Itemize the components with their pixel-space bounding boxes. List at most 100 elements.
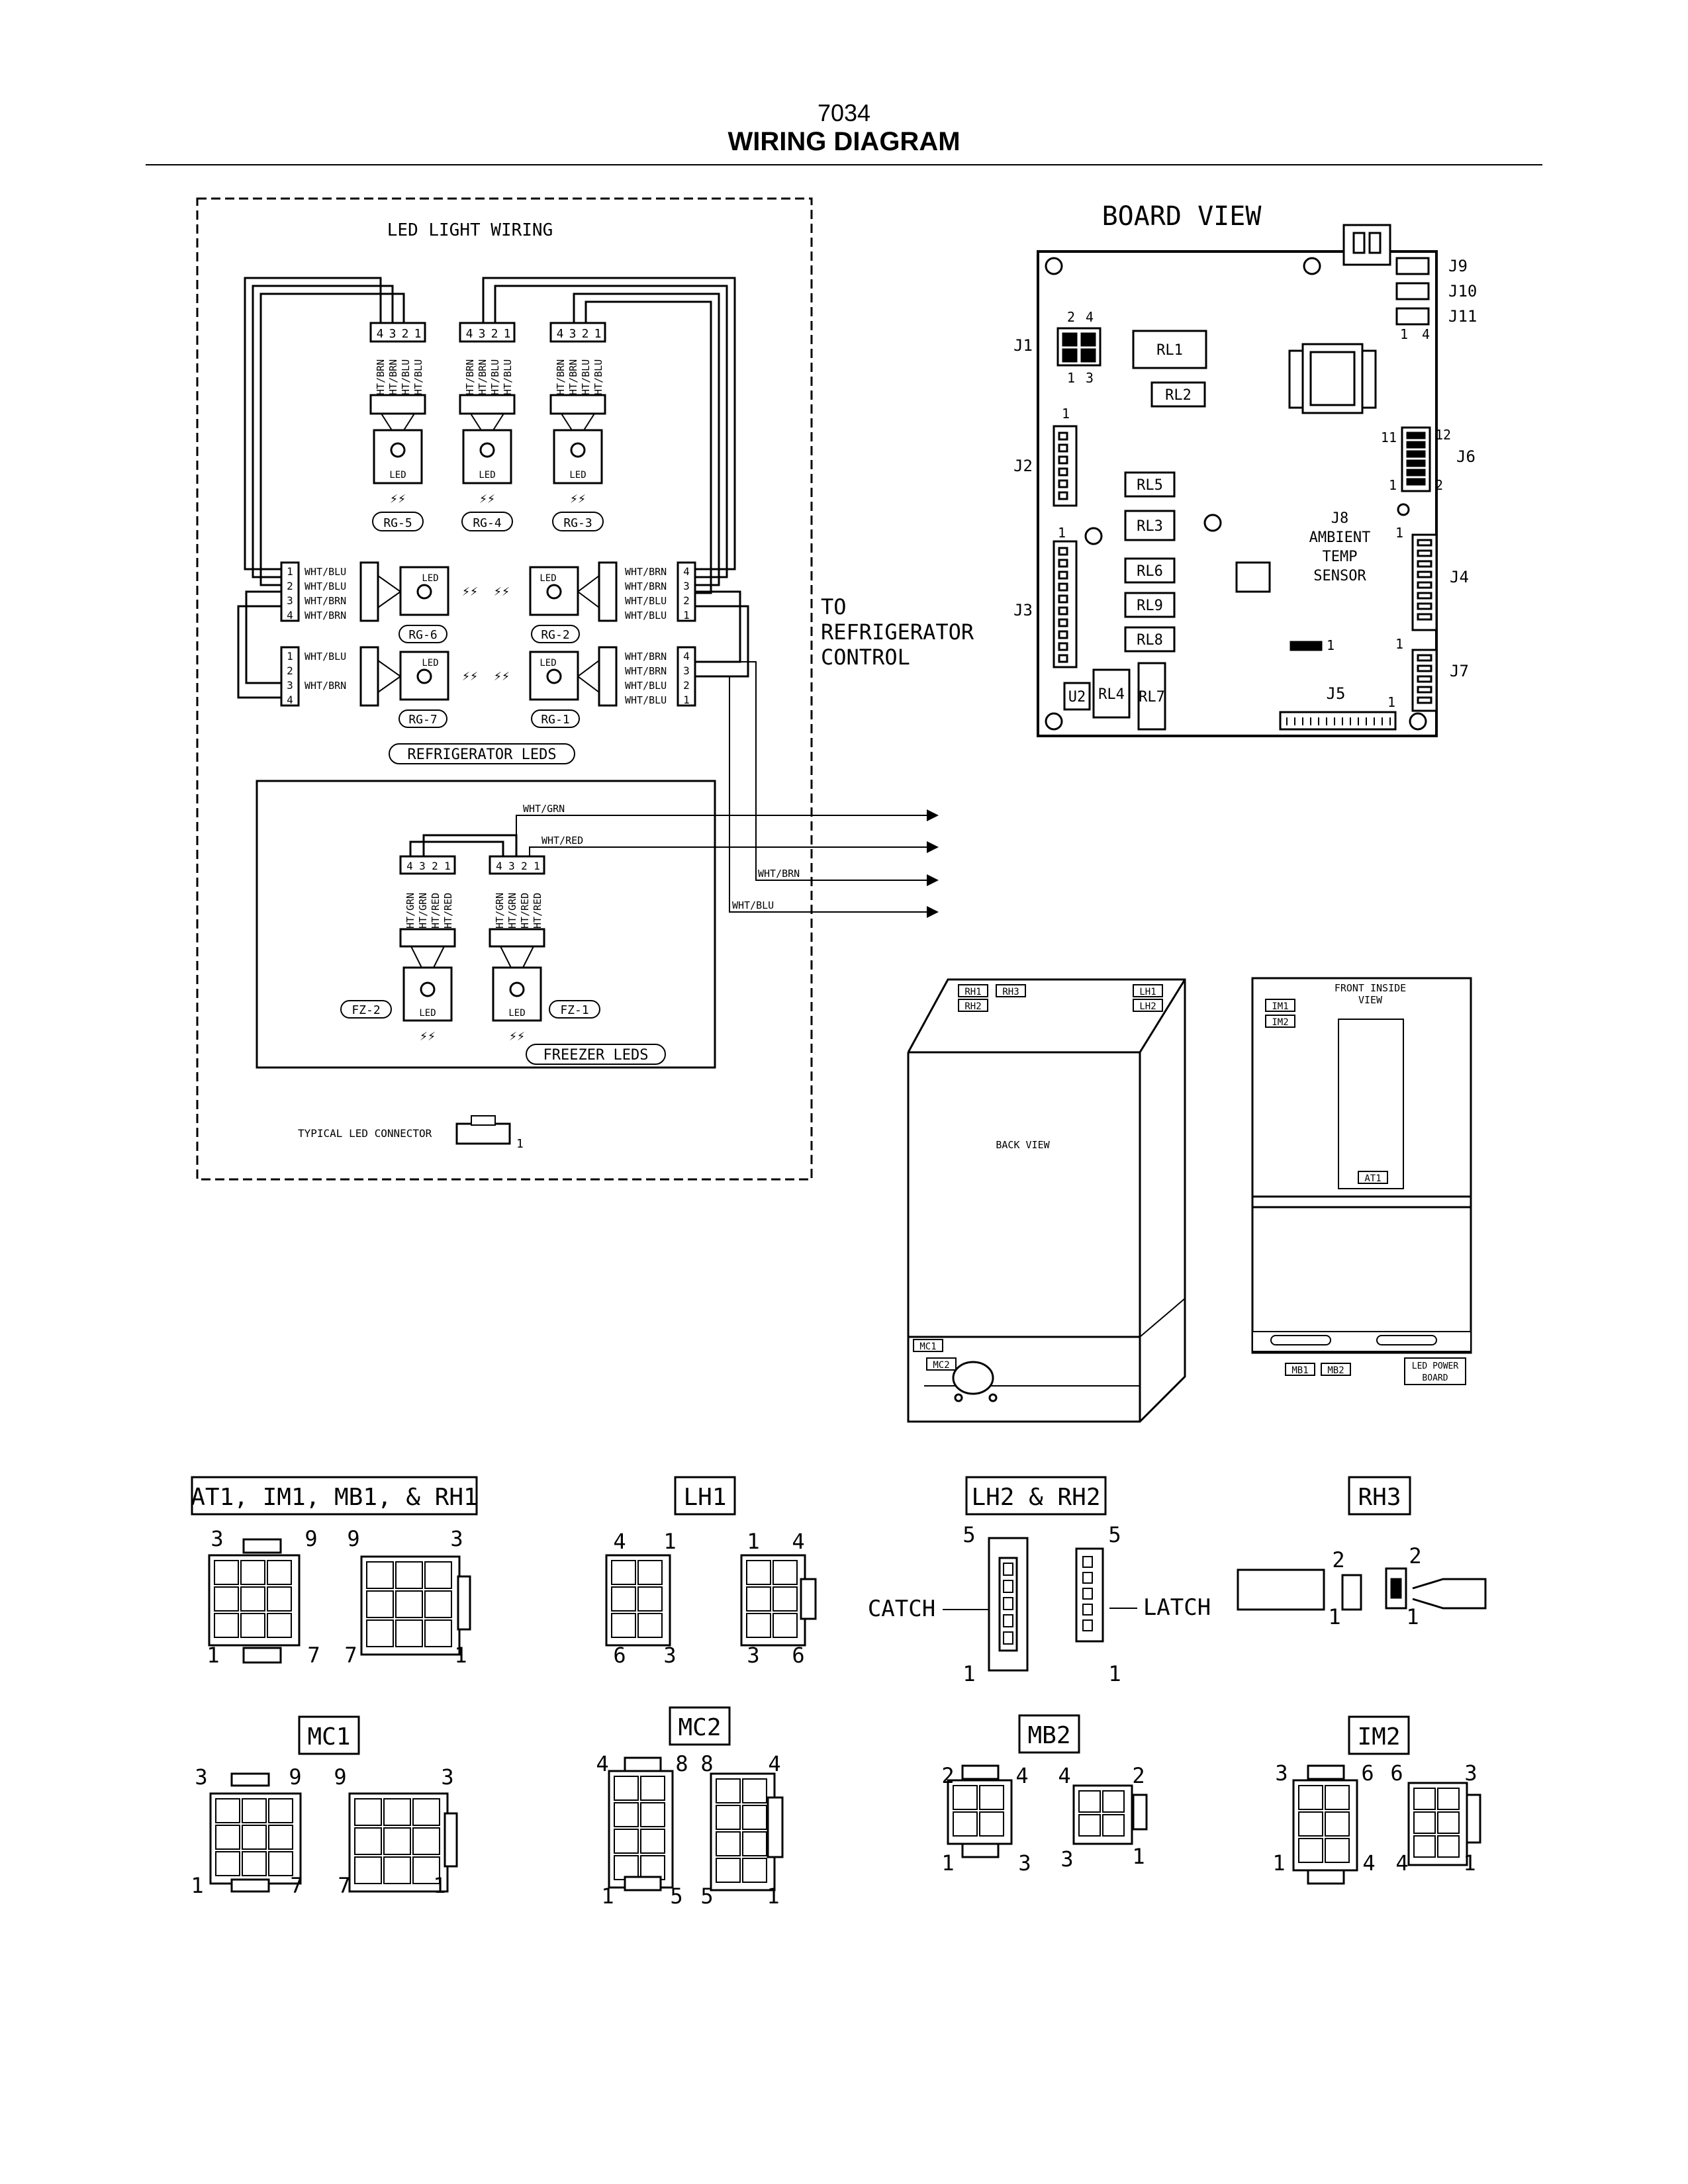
connector-title-lh1-box <box>674 1476 736 1516</box>
led-plug-FZ-2 <box>399 928 456 948</box>
tag-AT1: AT1 <box>1364 1173 1381 1184</box>
connector-cavity <box>268 1851 293 1876</box>
tag-MC2: MC2 <box>933 1360 949 1371</box>
group-id-RG-7: RG-7 <box>408 713 437 727</box>
relay-label-RL6: RL6 <box>1137 563 1163 580</box>
lh2-cavity <box>1003 1597 1013 1610</box>
connector-label-J11: J11 <box>1448 307 1477 326</box>
pin-number: 1 <box>1406 1604 1419 1629</box>
tag-IM1: IM1 <box>1272 1001 1288 1012</box>
connector-title-rh3: RH3 <box>1358 1484 1401 1511</box>
mount-hole <box>1045 257 1063 275</box>
pin-number: 3 <box>1275 1760 1288 1786</box>
latch <box>230 1772 270 1787</box>
connector-cavity <box>611 1560 636 1585</box>
tag-box-AT1 <box>1358 1171 1388 1184</box>
connector-title-lh2-rh2: LH2 & RH2 <box>971 1484 1100 1511</box>
j7-pin <box>1417 654 1432 662</box>
group-tag-RG-5 <box>372 512 424 531</box>
foot <box>954 1393 963 1402</box>
pin-number: 7 <box>338 1873 350 1898</box>
pin-number: 1 <box>962 1661 975 1686</box>
pin-number: 1 <box>663 1529 676 1554</box>
connector-cavity <box>640 1776 665 1801</box>
connector-cavity <box>611 1613 636 1638</box>
rh3-pin <box>1390 1578 1402 1599</box>
relay-RL1 <box>1132 330 1207 369</box>
connector-cavity <box>267 1613 292 1638</box>
connector-cavity <box>424 1619 452 1647</box>
latch <box>800 1578 817 1620</box>
pin-number: 2 <box>1067 309 1075 325</box>
j1-pin <box>1080 348 1096 363</box>
connector-cavity <box>267 1586 292 1612</box>
header-J5 <box>1279 711 1397 731</box>
connector-cavity <box>614 1802 639 1827</box>
pin-number: 1 <box>683 609 690 621</box>
led-module-RG-6 <box>399 566 449 616</box>
led-lens <box>546 584 562 600</box>
pin-number: 6 <box>1390 1760 1403 1786</box>
wire-bundle <box>585 300 712 594</box>
connector-cavity <box>354 1827 382 1855</box>
pin-number: 3 <box>1060 1846 1073 1872</box>
j4-pin <box>1417 602 1432 610</box>
j6-pin <box>1406 450 1426 458</box>
connector-cavity <box>1298 1811 1323 1837</box>
tag-MB2: MB2 <box>1327 1365 1344 1376</box>
light-rays-icon: ⚡⚡ <box>479 490 495 506</box>
pin-number: 2 <box>491 327 498 341</box>
output-wire-label: WHT/RED <box>541 835 583 846</box>
wire-bundle <box>494 285 728 578</box>
connector-cavity <box>716 1805 741 1830</box>
pin-number: 3 <box>683 664 690 677</box>
pin-number: 3 <box>747 1643 759 1668</box>
group-id-RG-3: RG-3 <box>563 516 592 530</box>
pin-number: 5 <box>670 1884 682 1909</box>
transformer-side <box>1288 349 1304 409</box>
pin-number: 4 <box>496 860 502 872</box>
connector-title-mb2-box <box>1018 1714 1080 1754</box>
connector-cavity <box>242 1851 267 1876</box>
pin-number: 5 <box>962 1522 975 1547</box>
group-tag-RG-4 <box>461 512 513 531</box>
wire-color-label: WHT/BRN <box>625 651 667 662</box>
group-tag-FZ-1 <box>549 1000 600 1019</box>
j2-pin <box>1058 455 1068 465</box>
pin-number: 9 <box>305 1526 317 1551</box>
wire-color-label: WHT/RED <box>519 893 531 934</box>
wire-color-label: WHT/BLU <box>400 359 412 401</box>
refrigerator-leds-label: REFRIGERATOR LEDS <box>407 747 556 763</box>
connector-cavity <box>746 1586 771 1612</box>
board-outline <box>1037 250 1438 737</box>
pin-number: 2 <box>287 580 293 592</box>
led-label: LED <box>389 470 406 480</box>
j3-pin <box>1058 606 1068 615</box>
led-lens <box>416 584 432 600</box>
connector-cavity <box>1413 1788 1436 1810</box>
led-label: LED <box>539 573 556 584</box>
refrigerator-leds-tag <box>389 743 575 764</box>
wire-color-label: WHT/BLU <box>489 359 501 401</box>
lh2-cavity <box>1003 1631 1013 1645</box>
pin-number: 4 <box>406 860 413 872</box>
connector-cavity <box>1298 1785 1323 1810</box>
pin-number: 6 <box>613 1643 626 1668</box>
connector-cavity <box>716 1778 741 1803</box>
connector-cavity <box>640 1802 665 1827</box>
j2-pin <box>1058 443 1068 453</box>
led-module-RG-1 <box>529 651 579 701</box>
wire-color-label: WHT/BLU <box>592 359 604 401</box>
pin-number: 4 <box>1395 1850 1408 1876</box>
wire-color-label: WHT/BLU <box>305 566 346 578</box>
rh2-cavity <box>1082 1604 1093 1615</box>
latch <box>457 1575 471 1631</box>
freezer-connector-FZ-1 <box>489 855 545 875</box>
group-id-FZ-1: FZ-1 <box>560 1003 588 1017</box>
light-rays-icon: ⚡⚡ <box>462 668 478 684</box>
j3-pin <box>1058 594 1068 604</box>
